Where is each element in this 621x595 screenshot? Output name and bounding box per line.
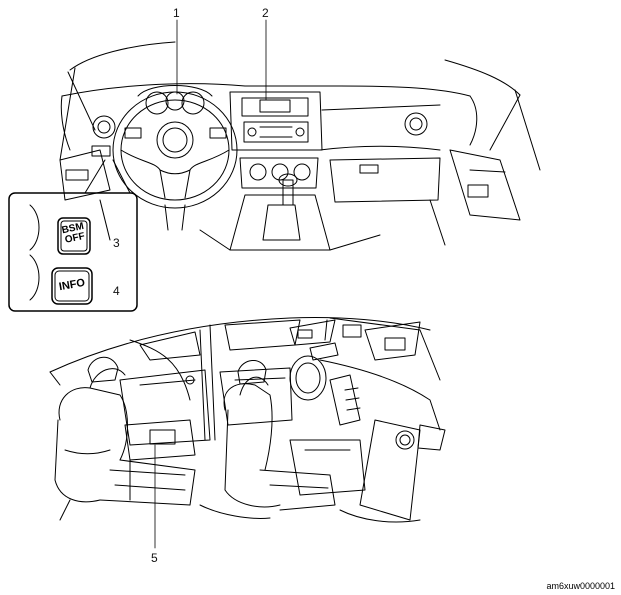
cabin-drawing (49, 317, 446, 523)
callout-2: 2 (262, 6, 269, 20)
callout-1: 1 (173, 6, 180, 20)
callout-4: 4 (113, 284, 120, 298)
dashboard-drawing (59, 41, 541, 251)
figure-code: am6xuw0000001 (546, 581, 615, 591)
callout-5: 5 (151, 551, 158, 565)
callout-3: 3 (113, 236, 120, 250)
switch-inset (8, 159, 138, 312)
